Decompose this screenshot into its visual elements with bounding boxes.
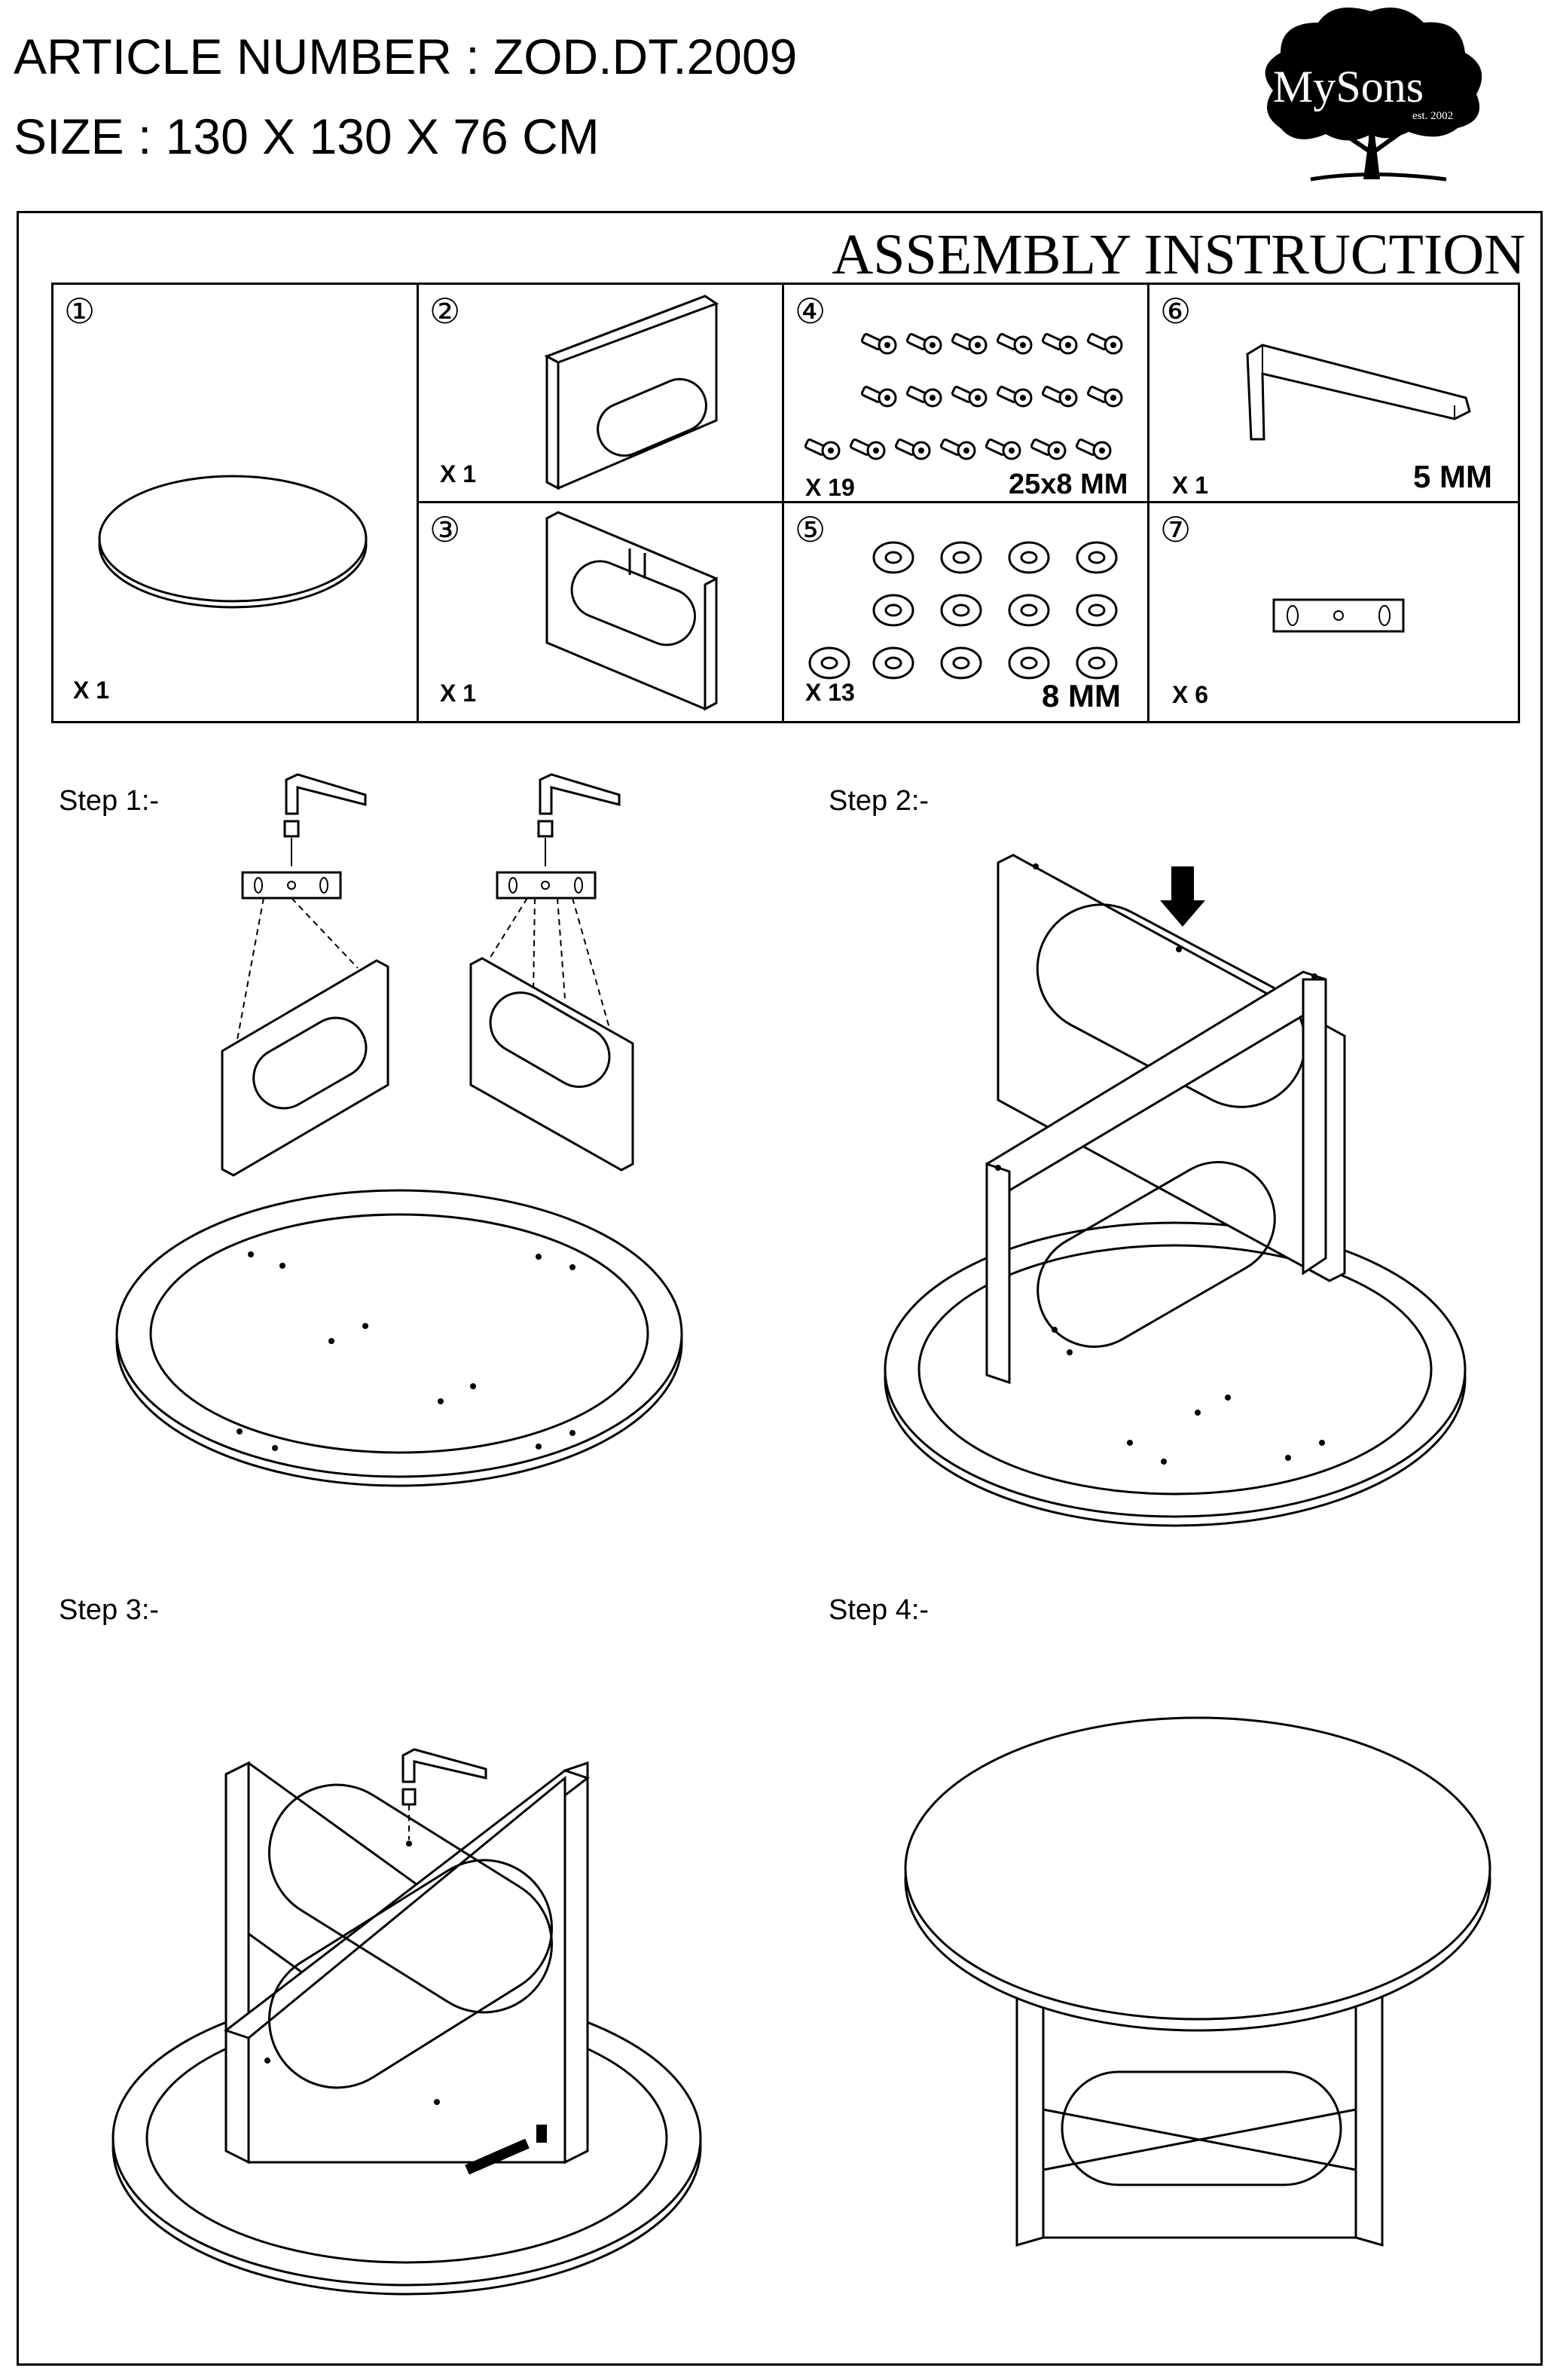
part-number: ⑤ <box>795 510 826 549</box>
part-qty: X 1 <box>1172 472 1209 499</box>
screw-icon <box>905 386 942 408</box>
part-cell-7: ⑦ X 6 <box>1149 503 1518 721</box>
part-cell-4: ④ <box>784 285 1149 503</box>
step-1-illustration <box>115 773 683 1487</box>
screw-icon <box>1041 386 1078 408</box>
down-arrow-icon <box>1160 866 1205 927</box>
part-number: ① <box>64 292 96 331</box>
screw-icon <box>996 333 1033 355</box>
part-cell-5: ⑤ <box>784 503 1149 721</box>
part-qty: X 1 <box>440 680 477 707</box>
step-2-illustration <box>884 854 1467 1527</box>
screw-icon <box>985 438 1021 460</box>
screw-icon <box>996 386 1033 408</box>
part-qty: X 1 <box>73 677 110 704</box>
part-qty: X 13 <box>805 679 855 706</box>
washer-icon <box>1076 541 1118 574</box>
part-cell-2: ② X 1 <box>419 285 784 503</box>
part-number: ④ <box>795 292 826 331</box>
instruction-frame <box>17 211 1543 2366</box>
part-number: ⑦ <box>1160 510 1192 549</box>
step-3-label: Step 3:- <box>59 1594 160 1626</box>
part-spec: 8 MM <box>1042 678 1121 713</box>
part-spec: 25x8 MM <box>1009 469 1128 500</box>
washer-icon <box>1008 541 1050 574</box>
size-spec: SIZE : 130 X 130 X 76 CM <box>14 108 600 164</box>
screw-icon <box>860 333 897 355</box>
screw-icon <box>1086 333 1123 355</box>
part-number: ⑥ <box>1160 292 1192 331</box>
washer-icon <box>808 646 850 680</box>
tabletop-illustration <box>98 475 368 609</box>
screw-icon <box>401 1788 417 1806</box>
screw-icon <box>849 438 886 460</box>
part-qty: X 6 <box>1172 681 1209 708</box>
leg-panel-b-illustration <box>545 511 718 711</box>
leg-panel-a-illustration <box>544 295 719 490</box>
brand-est: est. 2002 <box>1412 110 1454 122</box>
part-spec: 5 MM <box>1413 459 1492 494</box>
part-cell-6: ⑥ X 1 5 MM <box>1149 285 1518 503</box>
allen-key-icon <box>539 773 621 815</box>
table-base <box>1042 1995 1357 2239</box>
leg-panel-a <box>221 959 389 1177</box>
connector-plate <box>241 871 342 900</box>
washer-icon <box>1076 646 1118 680</box>
washer-icon <box>872 646 914 680</box>
screw-icon <box>1086 386 1123 408</box>
step-2-label: Step 2:- <box>829 785 930 817</box>
screw-icon <box>537 820 554 838</box>
washer-icon <box>872 594 914 627</box>
screw-icon <box>894 438 931 460</box>
brand-name: MySons <box>1273 62 1424 112</box>
washer-icon <box>1076 594 1118 627</box>
washer-icon <box>940 541 982 574</box>
washer-icon <box>1008 646 1050 680</box>
allen-key-icon <box>465 2138 530 2175</box>
brand-logo: MySons est. 2002 <box>1250 0 1491 188</box>
part-qty: X 19 <box>805 474 855 501</box>
part-cell-3: ③ X 1 <box>419 503 784 721</box>
leg-panel-b <box>469 957 634 1172</box>
washers-illustration <box>808 541 1118 680</box>
step-1-label: Step 1:- <box>59 785 160 817</box>
screw-icon <box>1030 438 1067 460</box>
connector-plate <box>496 871 597 900</box>
screws-illustration <box>804 333 1123 460</box>
screw-icon <box>860 386 897 408</box>
part-qty: X 1 <box>440 460 477 487</box>
part-number: ② <box>429 292 461 331</box>
screw-icon <box>905 333 942 355</box>
step-4-label: Step 4:- <box>829 1594 930 1626</box>
allen-key-icon <box>401 1748 487 1783</box>
screw-icon <box>536 2125 547 2143</box>
connector-plate-illustration <box>1272 598 1405 633</box>
washer-icon <box>872 541 914 574</box>
part-cell-1: ① X 1 <box>53 285 419 721</box>
screw-icon <box>1041 333 1078 355</box>
allen-key-illustration <box>1246 344 1471 441</box>
washer-icon <box>940 594 982 627</box>
assembly-title: ASSEMBLY INSTRUCTION <box>832 223 1525 286</box>
step-4-illustration <box>904 1716 1491 2247</box>
screw-icon <box>1075 438 1112 460</box>
tree-icon <box>1265 8 1482 182</box>
screw-icon <box>283 820 300 838</box>
step-3-illustration <box>111 1748 702 2296</box>
part-number: ③ <box>429 510 461 549</box>
screw-icon <box>951 386 988 408</box>
allen-key-icon <box>285 773 367 815</box>
parts-table: ① X 1 ② X 1 ③ X 1 ④ <box>51 283 1520 723</box>
screw-icon <box>939 438 976 460</box>
screw-icon <box>951 333 988 355</box>
article-number: ARTICLE NUMBER : ZOD.DT.2009 <box>14 29 798 84</box>
screw-icon <box>804 438 841 460</box>
washer-icon <box>1008 594 1050 627</box>
washer-icon <box>940 646 982 680</box>
